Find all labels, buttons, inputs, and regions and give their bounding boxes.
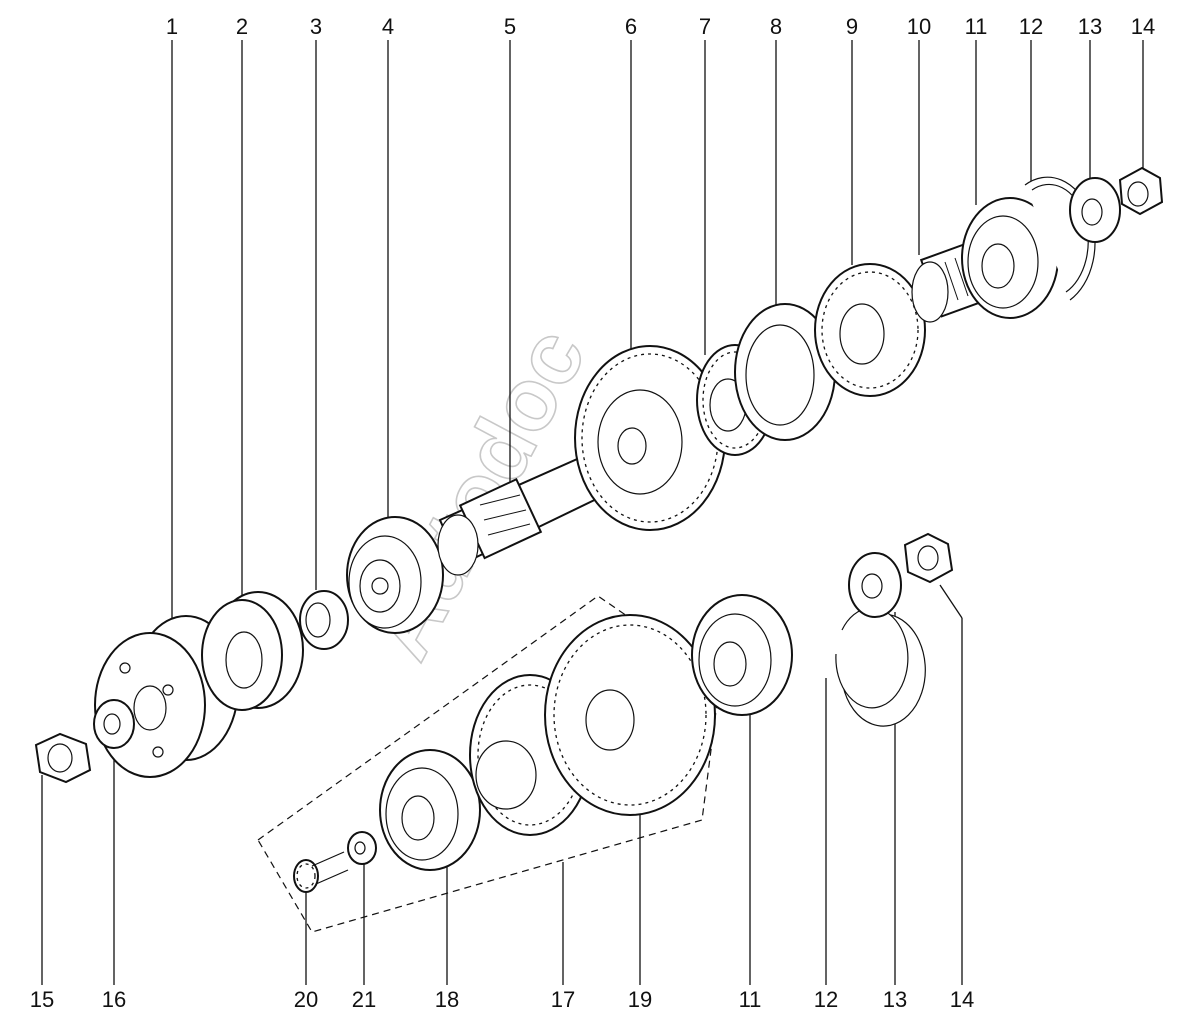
callout-number: 11: [739, 987, 762, 1012]
callout-number: 19: [628, 987, 652, 1012]
gear-part: [814, 263, 926, 397]
top-callouts: 1 2 3 4 5 6 7 8 9 10 11 12 13 14: [166, 14, 1155, 39]
washer-part-lower: [848, 552, 902, 618]
callout-number: 6: [625, 14, 637, 39]
nut-part: [1118, 166, 1164, 216]
top-leader-lines: [171, 40, 1144, 628]
callout-number: 8: [770, 14, 782, 39]
callout-number: 12: [1019, 14, 1043, 39]
bottom-callouts: 15 16 20 21 18 17 19 11 12 13 14: [30, 987, 974, 1012]
lower-assembly: [257, 532, 954, 933]
bottom-leader-lines: [41, 584, 963, 985]
nut-part-lower: [903, 532, 954, 584]
oil-seal-part: [201, 591, 304, 711]
callout-number: 16: [102, 987, 126, 1012]
gear-large-lower-part: [544, 614, 716, 816]
callout-number: 1: [166, 14, 178, 39]
bushing-part: [299, 590, 349, 650]
callout-number: 2: [236, 14, 248, 39]
upper-shaft-assembly: [94, 166, 1164, 778]
callout-number: 17: [551, 987, 575, 1012]
kit-boundary: [257, 595, 721, 933]
callout-number: 14: [1131, 14, 1155, 39]
callout-number: 7: [699, 14, 711, 39]
washer-part-left: [93, 699, 135, 749]
small-washer-part: [347, 831, 377, 865]
callout-number: 21: [352, 987, 376, 1012]
nut-part-left: [34, 732, 92, 784]
callout-number: 13: [883, 987, 907, 1012]
circlip-part-lower: [835, 607, 926, 727]
callout-number: 11: [965, 14, 988, 39]
callout-number: 9: [846, 14, 858, 39]
callout-number: 5: [504, 14, 516, 39]
sleeve-ring-part: [734, 303, 836, 441]
callout-number: 3: [310, 14, 322, 39]
callout-number: 12: [814, 987, 838, 1012]
bearing-part-upper: [961, 197, 1059, 319]
callout-number: 18: [435, 987, 459, 1012]
washer-part: [1069, 177, 1121, 243]
callout-number: 14: [950, 987, 974, 1012]
pinion-part: [293, 851, 349, 893]
large-gear-part: [574, 345, 726, 531]
callout-number: 15: [30, 987, 54, 1012]
bearing-part: [346, 516, 444, 634]
callout-number: 10: [907, 14, 931, 39]
bearing-part-lower-right: [691, 594, 793, 716]
bearing-part-lower: [379, 749, 481, 871]
callout-number: 20: [294, 987, 318, 1012]
callout-number: 13: [1078, 14, 1102, 39]
callout-number: 4: [382, 14, 394, 39]
